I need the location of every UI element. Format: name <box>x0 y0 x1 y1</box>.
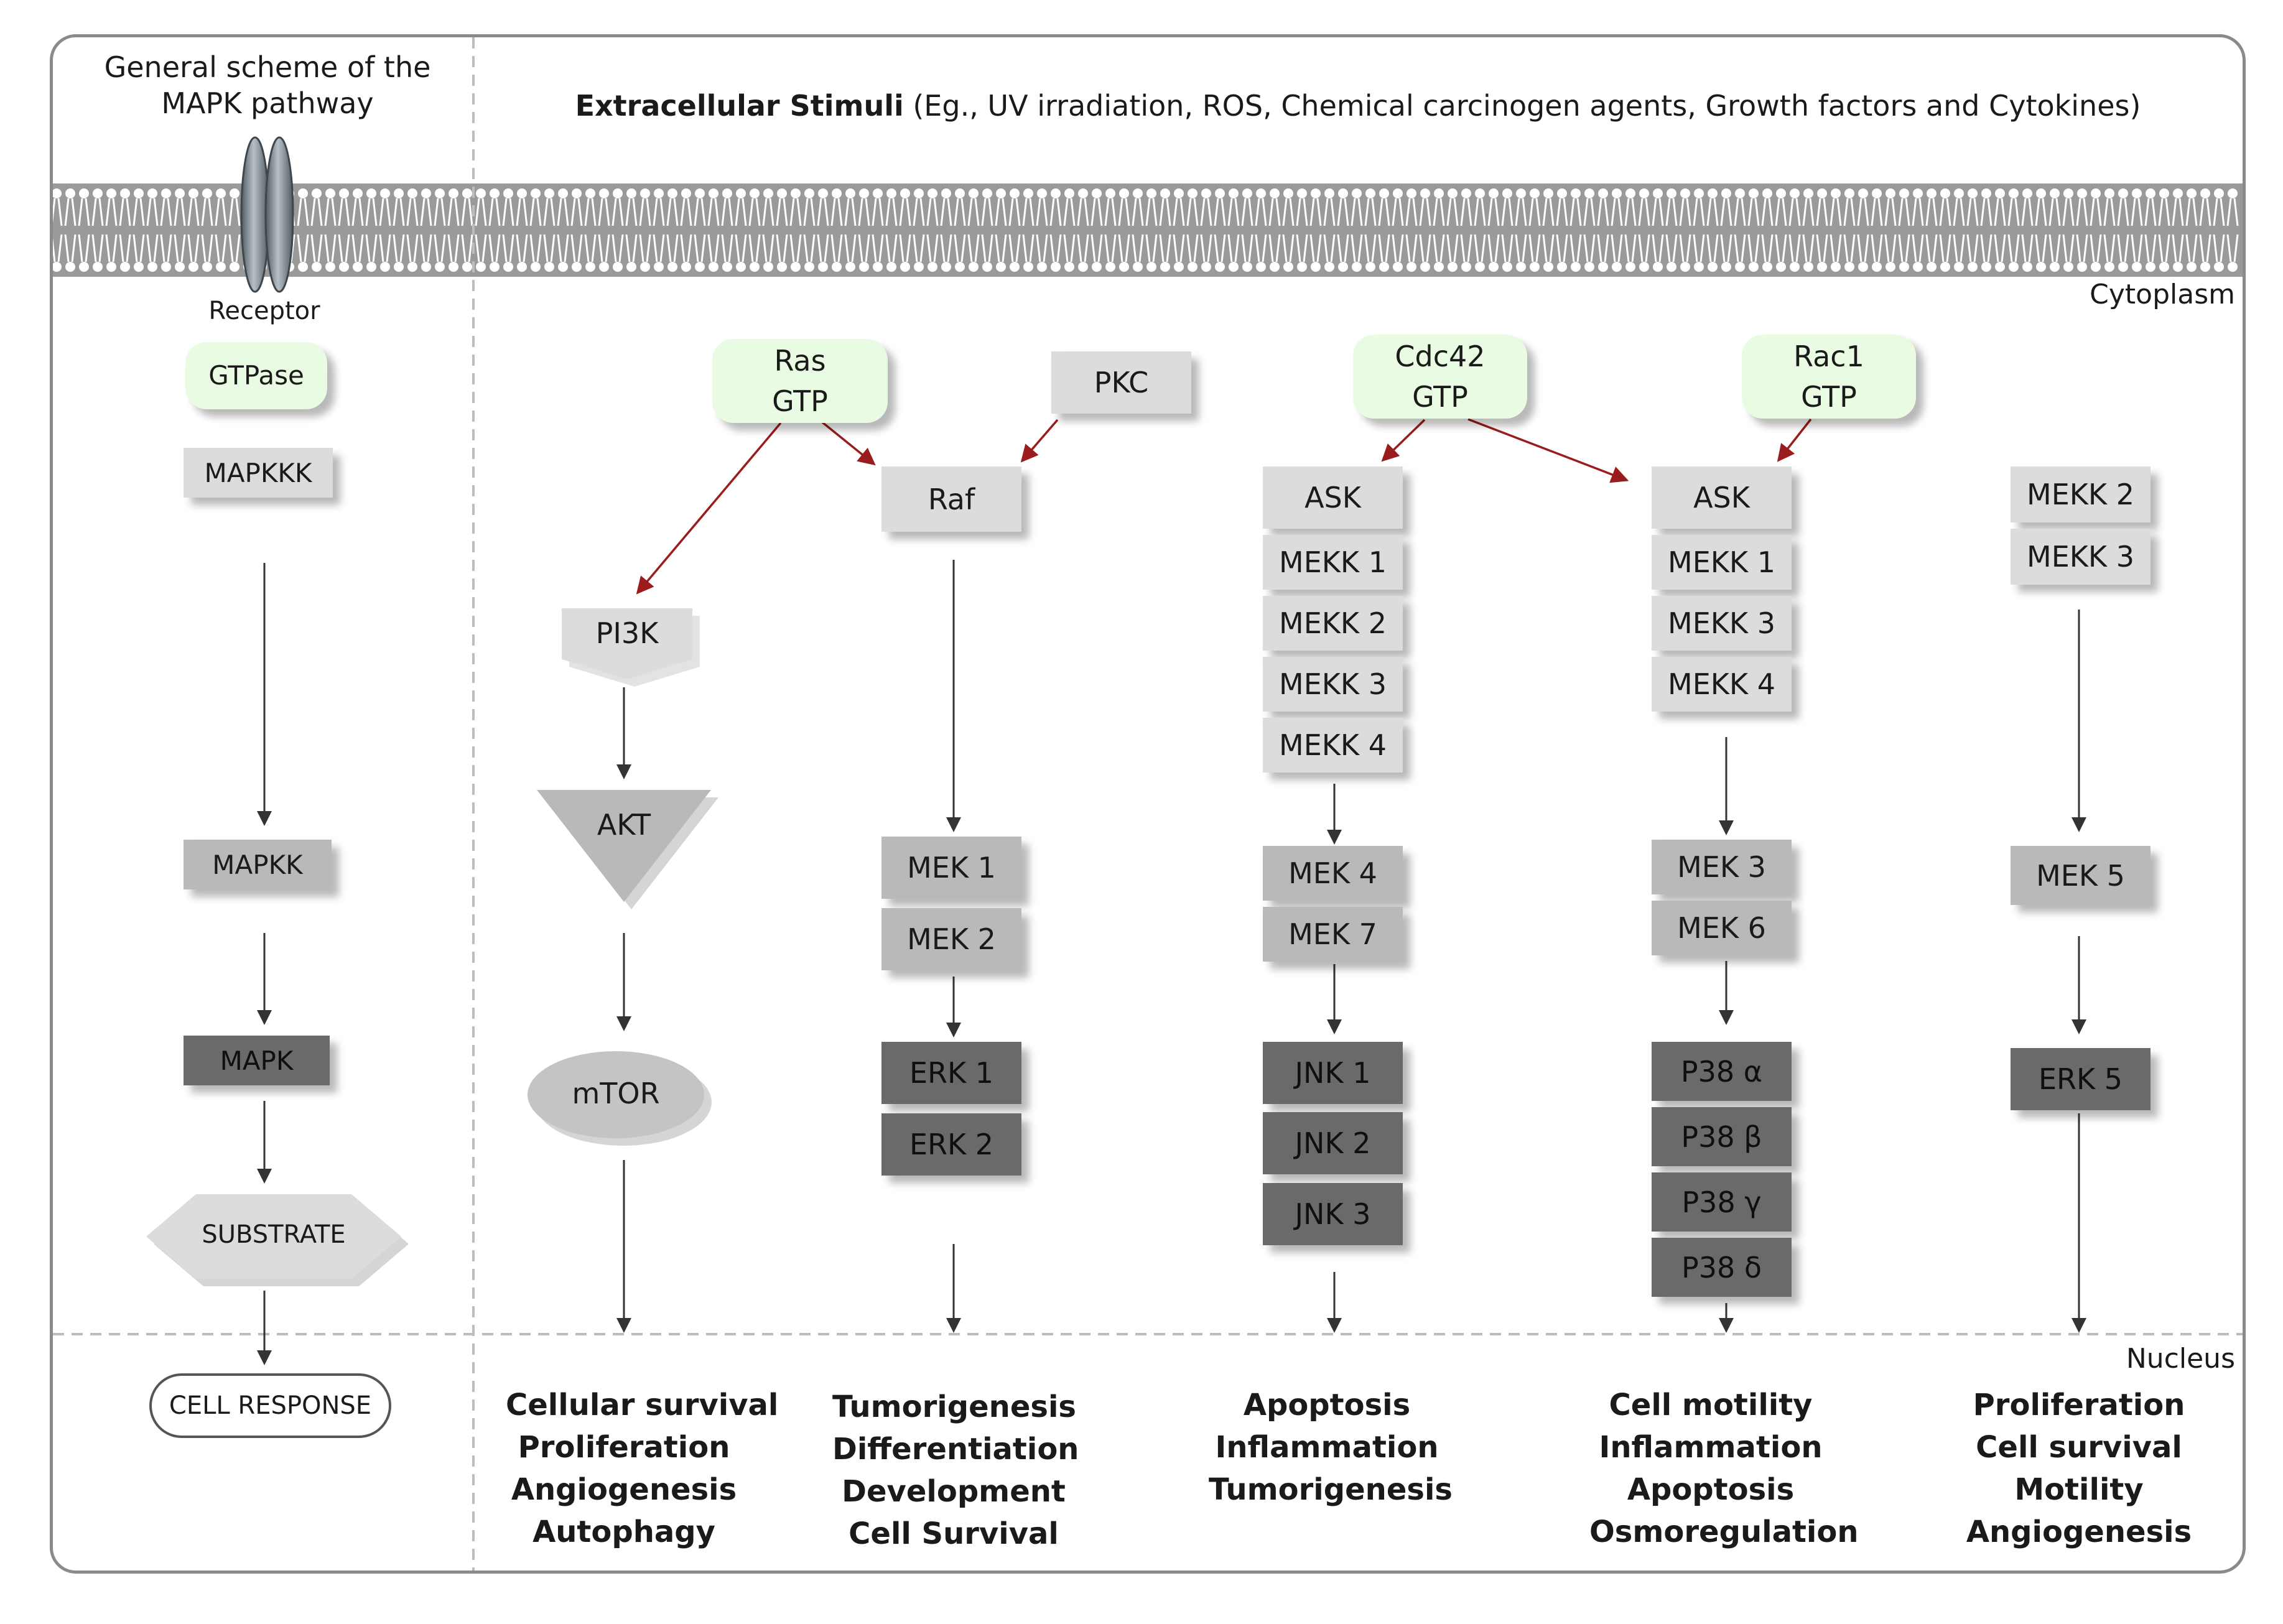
mek2-box: MEK 2 <box>881 908 1021 970</box>
raf-box: Raf <box>881 466 1021 532</box>
ras-label: Ras <box>774 344 826 378</box>
erk5-mapkkk-mekk2: MEKK 2 <box>2011 466 2150 522</box>
jnk-mapkkk-ask: ASK <box>1263 466 1403 529</box>
rac1-label: Rac1 <box>1793 340 1864 374</box>
cdc42-label: Cdc42 <box>1395 340 1486 374</box>
pi3k-shape <box>562 608 700 687</box>
p38-gamma-box: P38 γ <box>1652 1172 1792 1232</box>
erk2-box: ERK 2 <box>881 1113 1021 1176</box>
pkc-box: PKC <box>1051 351 1191 414</box>
stimuli-title: Extracellular Stimuli <box>575 89 904 123</box>
extracellular-stimuli: Extracellular Stimuli (Eg., UV irradiati… <box>473 88 2243 124</box>
pi3k-label: PI3K <box>595 616 659 650</box>
mek3-box: MEK 3 <box>1652 840 1792 894</box>
legend-title: General scheme of the MAPK pathway <box>90 50 445 121</box>
erk5-box: ERK 5 <box>2011 1048 2150 1110</box>
p38-mapkkk-ask: ASK <box>1652 466 1792 529</box>
ras-gtp-label: GTP <box>772 384 828 418</box>
legend-mapkk: MAPKK <box>184 840 332 889</box>
response-item: Angiogenesis <box>511 1472 737 1508</box>
ras-gtp: Ras GTP <box>712 339 888 423</box>
legend-substrate: SUBSTRATE <box>202 1220 346 1249</box>
p38-mapkkk-mekk3: MEKK 3 <box>1652 596 1792 651</box>
cell-response-shape <box>149 1373 391 1438</box>
akt-label: AKT <box>597 808 651 842</box>
response-item: Inflammation <box>1599 1430 1823 1465</box>
jnk-mapkkk-mekk2: MEKK 2 <box>1263 596 1403 651</box>
response-item: Motility <box>2014 1472 2144 1508</box>
erk1-box: ERK 1 <box>881 1042 1021 1104</box>
response-item: Development <box>842 1474 1066 1510</box>
p38-alpha-box: P38 α <box>1652 1042 1792 1101</box>
akt-shape <box>537 790 718 909</box>
response-item: Cell Survival <box>849 1516 1059 1552</box>
response-item: Tumorigenesis <box>832 1390 1076 1424</box>
jnk2-box: JNK 2 <box>1263 1112 1403 1174</box>
mek4-box: MEK 4 <box>1263 846 1403 901</box>
jnk-mapkkk-mekk3: MEKK 3 <box>1263 657 1403 712</box>
receptor-label: Receptor <box>208 297 320 325</box>
p38-mapkkk-mekk1: MEKK 1 <box>1652 535 1792 590</box>
p38-responses: Cell motility Inflammation Apoptosis Osm… <box>1589 1384 1859 1554</box>
diagram-graphics <box>53 37 2243 1571</box>
substrate-shape <box>146 1194 409 1286</box>
jnk1-box: JNK 1 <box>1263 1042 1403 1104</box>
cdc42-gtp-label: GTP <box>1412 379 1468 414</box>
jnk-responses: Apoptosis Inflammation Tumorigenesis <box>1209 1384 1453 1511</box>
diagram-frame: General scheme of the MAPK pathway Recep… <box>50 34 2246 1574</box>
response-item: Cell motility <box>1609 1388 1813 1422</box>
receptor-icon <box>240 136 294 293</box>
mek5-box: MEK 5 <box>2011 846 2150 905</box>
response-item: Apoptosis <box>1627 1472 1795 1508</box>
p38-beta-box: P38 β <box>1652 1107 1792 1166</box>
cell-membrane <box>53 183 2243 277</box>
legend-title-line1: General scheme of the <box>104 50 431 84</box>
p38-delta-box: P38 δ <box>1652 1238 1792 1297</box>
response-item: Apoptosis <box>1243 1388 1411 1422</box>
cdc42-gtp: Cdc42 GTP <box>1353 335 1527 419</box>
erk5-responses: Proliferation Cell survival Motility Ang… <box>1961 1384 2197 1554</box>
jnk3-box: JNK 3 <box>1263 1183 1403 1245</box>
erk-responses: Tumorigenesis Differentiation Developmen… <box>832 1386 1079 1556</box>
response-item: Autophagy <box>532 1515 715 1550</box>
nucleus-label: Nucleus <box>2126 1343 2235 1375</box>
response-item: Proliferation <box>1973 1388 2185 1422</box>
mtor-shape <box>528 1051 712 1146</box>
erk5-mapkkk-mekk3: MEKK 3 <box>2011 529 2150 585</box>
response-item: Differentiation <box>832 1432 1079 1467</box>
jnk-mapkkk-mekk1: MEKK 1 <box>1263 535 1403 590</box>
legend-mapk: MAPK <box>184 1036 330 1085</box>
rac1-gtp-label: GTP <box>1801 379 1857 414</box>
jnk-mapkkk-mekk4: MEKK 4 <box>1263 718 1403 773</box>
mek6-box: MEK 6 <box>1652 901 1792 955</box>
legend-title-line2: MAPK pathway <box>161 86 374 120</box>
legend-gtpase: GTPase <box>185 342 327 409</box>
response-item: Cell survival <box>1976 1430 2182 1465</box>
activation-arrows <box>636 418 1812 595</box>
response-item: Osmoregulation <box>1589 1515 1859 1550</box>
response-item: Inflammation <box>1215 1430 1439 1465</box>
p38-mapkkk-mekk4: MEKK 4 <box>1652 657 1792 712</box>
legend-cell-response: CELL RESPONSE <box>169 1391 372 1420</box>
response-item: Angiogenesis <box>1966 1515 2192 1550</box>
response-item: Cellular survival <box>506 1388 779 1422</box>
mek1-box: MEK 1 <box>881 837 1021 899</box>
response-item: Proliferation <box>518 1430 730 1465</box>
response-item: Tumorigenesis <box>1209 1472 1453 1508</box>
legend-mapkkk: MAPKKK <box>184 448 333 498</box>
cascade-arrows <box>257 560 2086 1365</box>
cytoplasm-label: Cytoplasm <box>2090 279 2235 310</box>
mtor-label: mTOR <box>572 1077 660 1110</box>
mek7-box: MEK 7 <box>1263 907 1403 962</box>
pi3k-responses: Cellular survival Proliferation Angiogen… <box>506 1384 779 1554</box>
stimuli-examples: (Eg., UV irradiation, ROS, Chemical carc… <box>903 89 2141 123</box>
rac1-gtp: Rac1 GTP <box>1742 335 1916 419</box>
